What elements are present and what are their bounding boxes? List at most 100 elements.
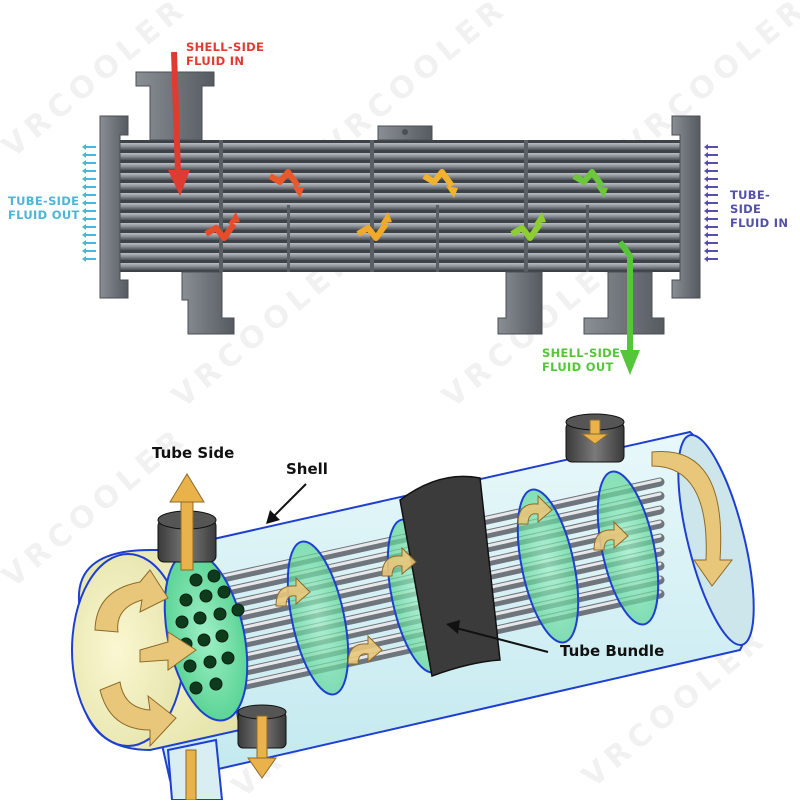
flow-arrows [204,169,608,241]
tube-hole [189,573,203,587]
flow-arrow [510,222,543,241]
tube-hole [213,607,227,621]
saddle-support-right [497,271,543,335]
shell-in-line-2: FLUID IN [186,54,245,68]
dash-head [704,152,708,158]
dash-head [82,152,86,158]
dash-head [82,216,86,222]
baffle-disc [596,470,660,626]
tube-in-line-1: TUBE-SIDE [730,188,771,216]
dash-head [704,224,708,230]
flow-arrow [356,222,389,241]
flow-arrowhead [380,212,392,224]
dash-head [82,232,86,238]
shell-flow-arrow [347,634,383,665]
shell-label: Shell [286,460,328,478]
flow-arrow [268,169,301,188]
shell-leader [271,483,307,519]
tube-hole [231,603,245,617]
tube-out-dashes [82,144,96,262]
dash-head [82,224,86,230]
tube-hole [217,585,231,599]
dash-head [704,176,708,182]
flow-arrowhead [596,186,608,198]
dash-head [704,168,708,174]
tube-out-label: TUBE-SIDE FLUID OUT [8,194,80,222]
flow-arrow [572,169,605,188]
top-exchanger-diagram [82,51,718,375]
tube-side-arrowhead [169,473,205,503]
shell-band [399,475,501,678]
left-end-flange [99,115,129,299]
baffle-disc [286,540,350,696]
tube-hole [197,633,211,647]
tube-in-line-2: FLUID IN [730,216,789,230]
flow-arrow [422,169,455,188]
tube-out-line-2: FLUID OUT [8,208,80,222]
dash-head [704,240,708,246]
shell-top-arrowhead [580,433,610,445]
tube-hole [199,589,213,603]
dash-head [82,248,86,254]
head-flow-arrow [99,681,177,748]
tube [120,243,680,250]
dash-head [704,232,708,238]
head-flow-arrow [94,569,169,633]
tube-hole [203,655,217,669]
tube-hole [193,611,207,625]
tube-in-label: TUBE-SIDE FLUID IN [730,188,800,230]
shell-in-line-1: SHELL-SIDE [186,40,265,54]
bottom-arrow-shaft [256,715,268,761]
baffle-plate [219,140,223,272]
dash-head [82,208,86,214]
baffle-plate [586,205,589,272]
dash-head [704,216,708,222]
tube-bundle-label: Tube Bundle [560,642,665,660]
shell-out-line-2: FLUID OUT [542,360,614,374]
flow-arrowhead [228,212,240,224]
tube-hole [215,629,229,643]
shell-flow-arrow [275,576,311,607]
dash-head [82,144,86,150]
tube [120,253,680,260]
flow-arrowhead [446,186,458,198]
right-end-flange [671,115,701,299]
tube [120,233,680,240]
dash-head [82,184,86,190]
baffle-plate [287,205,290,272]
dash-head [704,248,708,254]
dash-head [704,160,708,166]
tube-in-dashes [704,144,718,262]
shell-outlet-nozzle [583,271,665,335]
dash-head [704,184,708,190]
tube-bundle-leader-head [446,620,460,634]
tube-out-line-1: TUBE-SIDE [8,194,80,208]
tube-hole [179,593,193,607]
bottom-arrowhead [247,757,277,779]
tube-sheet-holes [175,569,245,695]
shell-in-label: SHELL-SIDE FLUID IN [186,40,264,68]
dash-head [82,240,86,246]
dash-head [82,176,86,182]
tube-hole [183,659,197,673]
dash-head [704,256,708,262]
tube [120,223,680,230]
shell-out-arrow [617,240,633,350]
shell-leader-head [266,510,280,524]
tube-hole [221,651,235,665]
bottom-exchanger-diagram [71,413,755,800]
shell-out-arrowhead [620,350,640,375]
shell-flow-arrow [651,450,734,587]
tube-rows [120,143,680,270]
shell-in-arrow [171,51,181,173]
shell-flow-arrow [593,520,629,551]
tube [120,143,680,150]
shell-out-line-1: SHELL-SIDE [542,346,621,360]
shell-flow-arrow [517,494,553,525]
baffle-plate [370,140,374,272]
tube-side-label: Tube Side [152,444,235,462]
dash-head [704,192,708,198]
tube [120,163,680,170]
tube-hole [189,681,203,695]
